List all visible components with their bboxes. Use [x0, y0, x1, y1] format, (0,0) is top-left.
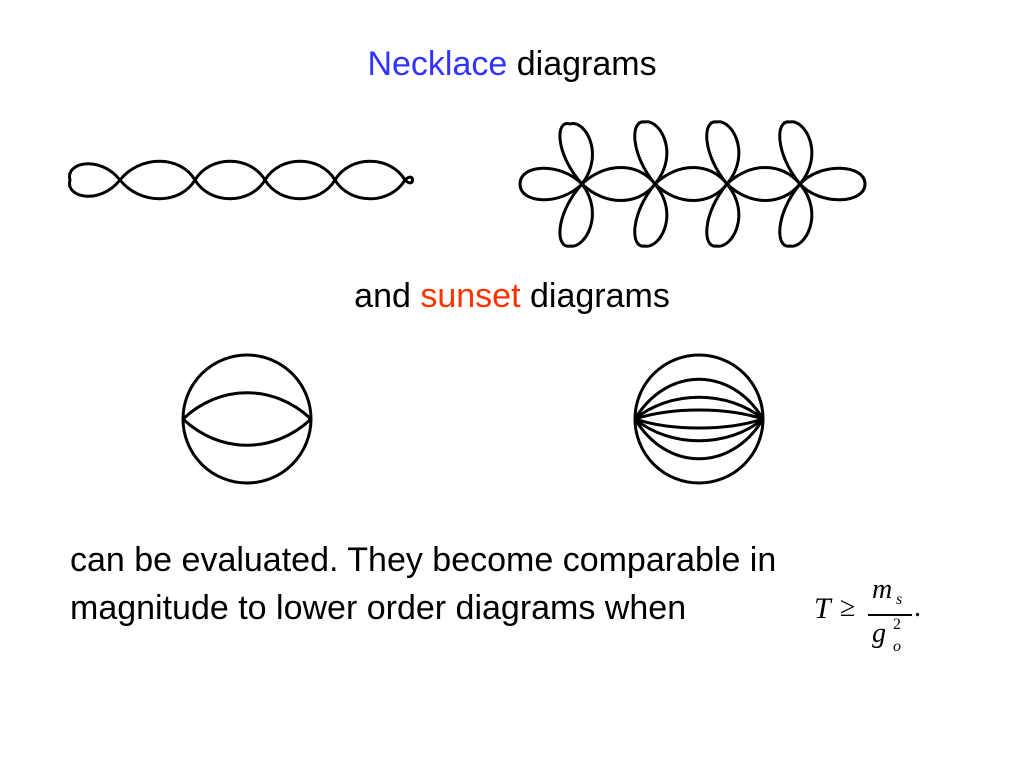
sunset-inner-arc	[633, 377, 765, 420]
body-line-2: magnitude to lower order diagrams when	[70, 589, 687, 627]
sunset-inner-arc	[634, 395, 764, 421]
flower-petal	[705, 183, 741, 248]
necklace-loop-upper	[68, 159, 407, 198]
sunset-outer-circle	[181, 353, 313, 485]
subtitle-rest: diagrams	[520, 277, 670, 315]
slide-title: Necklace diagrams	[0, 44, 1024, 84]
sunset-outer-circle	[633, 353, 765, 485]
sunset-inner-arc	[181, 417, 313, 447]
formula-numerator: m	[872, 574, 893, 605]
flower-link	[725, 166, 802, 202]
flower-petal	[518, 166, 584, 202]
sunset-diagram-multiple	[633, 353, 765, 485]
flower-petal	[778, 120, 814, 185]
formula-numerator-subscript: s	[896, 591, 903, 608]
slide-subtitle: and sunset diagrams	[0, 276, 1024, 316]
sunset-inner-arc	[633, 418, 765, 461]
formula-denominator: g	[872, 618, 886, 649]
body-line-1: can be evaluated. They become comparable…	[70, 541, 777, 579]
sunset-inner-arc	[181, 391, 313, 421]
formula-trailing-period: .	[914, 592, 921, 623]
formula-relation: ≥	[840, 592, 856, 623]
formula-lhs: T	[814, 592, 831, 625]
flower-petal	[705, 120, 741, 185]
title-necklace-word: Necklace	[367, 45, 508, 83]
sunset-diagram-simple	[181, 353, 313, 485]
flower-petal	[798, 166, 867, 202]
necklace-loop-lower	[118, 175, 414, 201]
fraction-bar	[868, 614, 912, 616]
formula-denominator-subscript: o	[893, 638, 901, 655]
flower-link	[580, 166, 657, 202]
sunset-inner-arc	[634, 417, 764, 443]
flower-link	[653, 166, 729, 202]
subtitle-sunset-word: sunset	[420, 277, 521, 315]
sunset-inner-arc	[634, 408, 764, 421]
flower-petal	[633, 183, 669, 248]
sunset-inner-arc	[634, 417, 764, 430]
necklace-diagram-chain	[68, 159, 414, 201]
title-rest: diagrams	[507, 45, 657, 83]
subtitle-prefix: and	[354, 277, 421, 315]
formula-denominator-superscript: 2	[893, 616, 901, 633]
flower-petal	[633, 120, 669, 185]
flower-petal	[558, 122, 594, 186]
flower-petal	[778, 183, 814, 248]
necklace-diagram-flower	[518, 120, 867, 248]
flower-petal	[558, 182, 594, 248]
